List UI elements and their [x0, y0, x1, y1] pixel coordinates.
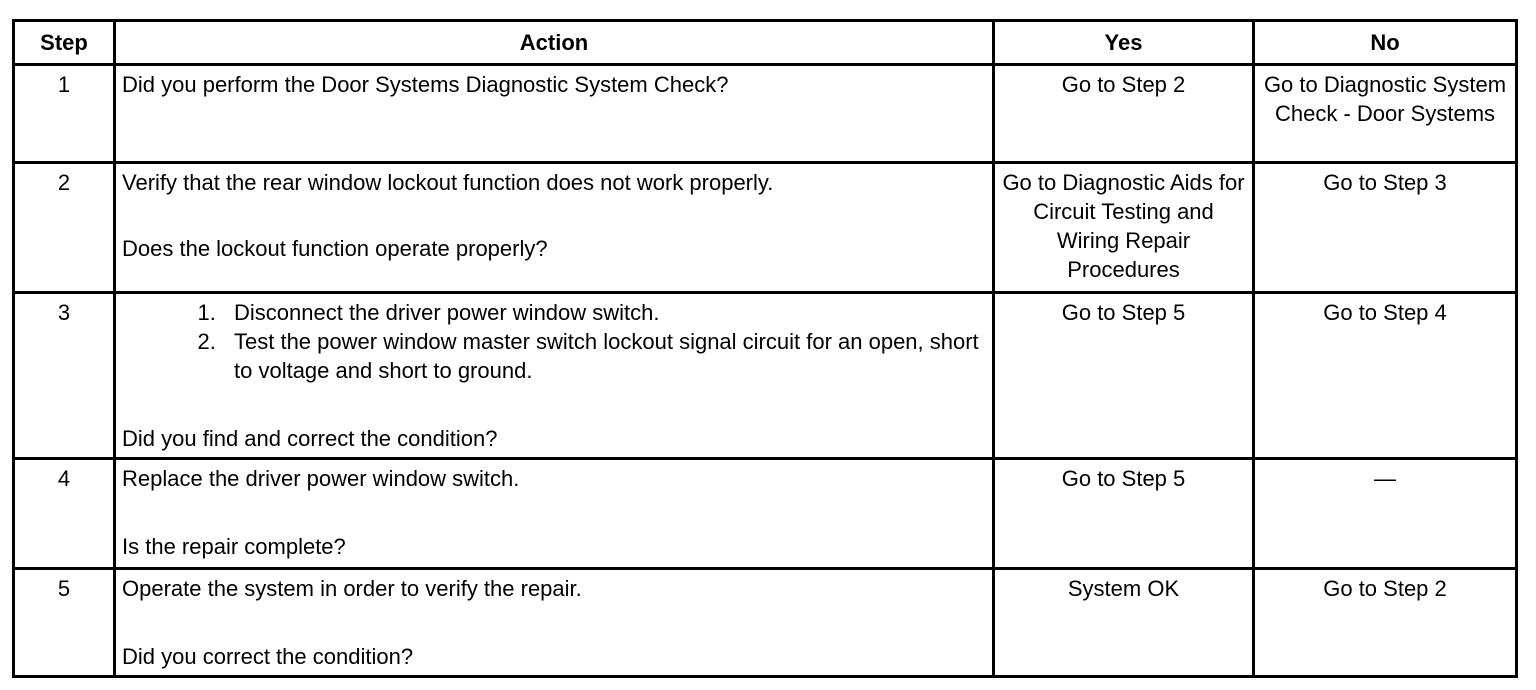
step-number: 4 — [12, 457, 116, 570]
substep-list: Disconnect the driver power window switc… — [122, 298, 986, 385]
header-no: No — [1252, 19, 1518, 66]
yes-cell: System OK — [992, 567, 1255, 678]
action-instruction: Verify that the rear window lockout func… — [122, 170, 774, 195]
action-cell: Did you perform the Door Systems Diagnos… — [113, 63, 995, 164]
table-row: 5 Operate the system in order to verify … — [12, 567, 1518, 678]
action-cell: Replace the driver power window switch. … — [113, 457, 995, 570]
action-cell: Operate the system in order to verify th… — [113, 567, 995, 678]
action-cell: Verify that the rear window lockout func… — [113, 161, 995, 294]
no-cell: Go to Step 3 — [1252, 161, 1518, 294]
action-question: Is the repair complete? — [122, 534, 346, 559]
no-cell: Go to Step 2 — [1252, 567, 1518, 678]
substep-item: Test the power window master switch lock… — [222, 327, 986, 385]
table-header: Step Action Yes No — [12, 19, 1518, 66]
action-question: Does the lockout function operate proper… — [122, 236, 548, 261]
step-number: 2 — [12, 161, 116, 294]
yes-cell: Go to Step 5 — [992, 457, 1255, 570]
step-number: 5 — [12, 567, 116, 678]
action-instruction: Operate the system in order to verify th… — [122, 576, 582, 601]
header-step: Step — [12, 19, 116, 66]
action-question: Did you find and correct the condition? — [122, 426, 498, 451]
action-cell: Disconnect the driver power window switc… — [113, 291, 995, 460]
table-row: 4 Replace the driver power window switch… — [12, 457, 1518, 570]
no-cell: — — [1252, 457, 1518, 570]
table-body: 1 Did you perform the Door Systems Diagn… — [12, 63, 1518, 678]
no-cell: Go to Diagnostic System Check - Door Sys… — [1252, 63, 1518, 164]
action-question: Did you correct the condition? — [122, 644, 414, 669]
step-number: 1 — [12, 63, 116, 164]
yes-cell: Go to Diagnostic Aids for Circuit Testin… — [992, 161, 1255, 294]
no-cell: Go to Step 4 — [1252, 291, 1518, 460]
diagnostic-table: Step Action Yes No 1 Did you perform the… — [12, 19, 1518, 678]
table-row: 1 Did you perform the Door Systems Diagn… — [12, 63, 1518, 164]
action-instruction: Replace the driver power window switch. — [122, 466, 520, 491]
table-row: 3 Disconnect the driver power window swi… — [12, 291, 1518, 460]
table-row: 2 Verify that the rear window lockout fu… — [12, 161, 1518, 294]
header-row: Step Action Yes No — [12, 19, 1518, 66]
step-number: 3 — [12, 291, 116, 460]
yes-cell: Go to Step 2 — [992, 63, 1255, 164]
substep-item: Disconnect the driver power window switc… — [222, 298, 986, 327]
yes-cell: Go to Step 5 — [992, 291, 1255, 460]
header-yes: Yes — [992, 19, 1255, 66]
header-action: Action — [113, 19, 995, 66]
